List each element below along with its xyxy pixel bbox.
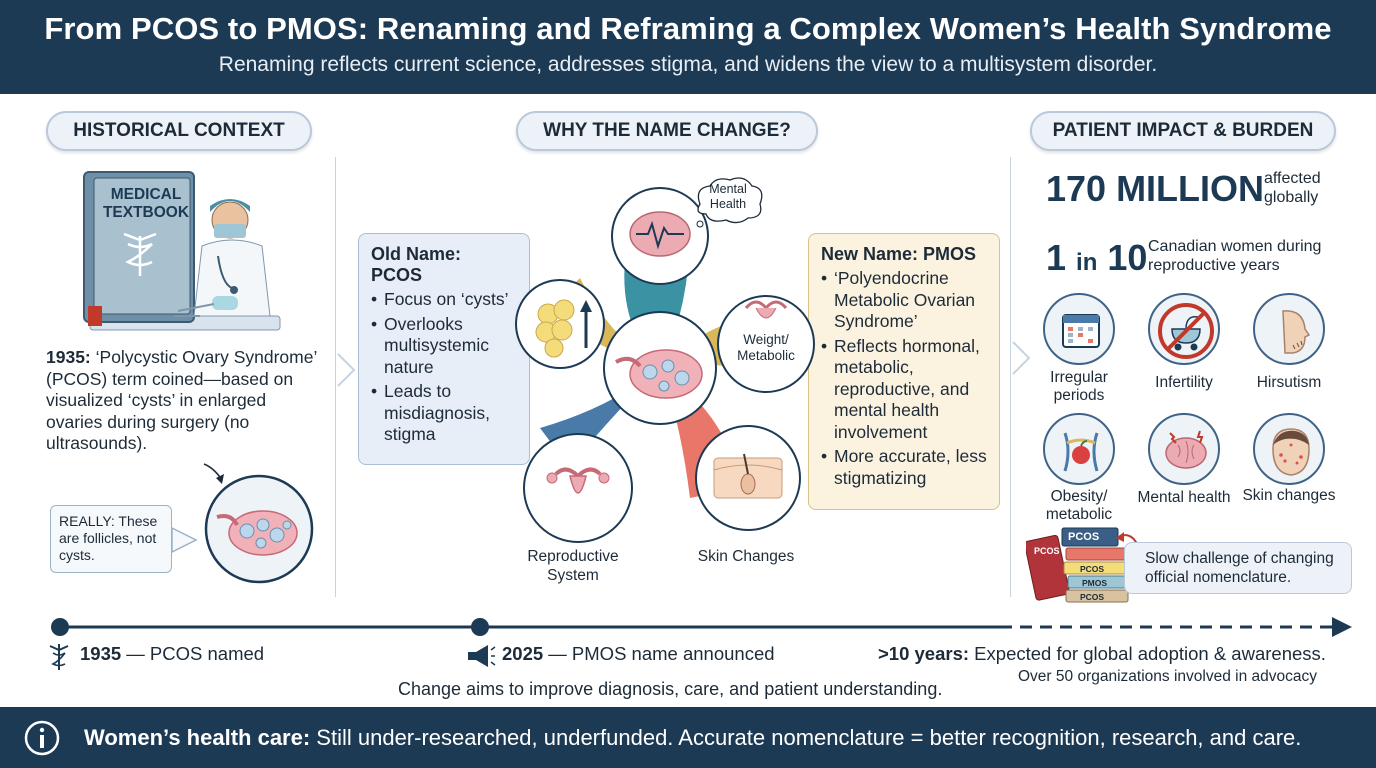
ovary-follicles-icon xyxy=(204,474,314,584)
stat-1-in-10-desc: Canadian women during reproductive years xyxy=(1148,238,1322,274)
old-name-title: Old Name: PCOS xyxy=(371,244,462,285)
section-why-name-change: WHY THE NAME CHANGE? xyxy=(516,111,818,151)
stat-170-desc: affected globally xyxy=(1264,170,1321,206)
label-reproductive-system: Reproductive System xyxy=(527,548,619,584)
page-subtitle: Renaming reflects current science, addre… xyxy=(218,53,1158,76)
chevron-right-icon xyxy=(1012,341,1031,375)
face-profile-icon xyxy=(1253,293,1325,365)
timeline-organizations: Over 50 organizations involved in advoca… xyxy=(1018,668,1317,685)
new-name-bullet: More accurate, less stigmatizing xyxy=(821,446,987,489)
slow-challenge-box: Slow challenge of changing official nome… xyxy=(1124,542,1352,594)
footer-banner: Women’s health care: Still under-researc… xyxy=(0,707,1376,768)
label-hirsutism: Hirsutism xyxy=(1256,374,1322,391)
timeline-2025-year: 2025 xyxy=(502,643,544,664)
book-label: PCOS xyxy=(1080,564,1105,574)
timeline-2025: 2025 — PMOS name announced xyxy=(502,643,775,665)
timeline-adoption: >10 years: Expected for global adoption … xyxy=(878,643,1326,665)
old-name-bullet: Focus on ‘cysts’ xyxy=(371,289,517,311)
stat-170-million: 170 MILLION xyxy=(1046,168,1265,209)
brain-icon xyxy=(1148,413,1220,485)
old-name-bullets: Focus on ‘cysts’ Overlooks multisystemic… xyxy=(371,289,517,446)
label-obesity-metabolic: Obesity/ metabolic xyxy=(1045,488,1113,523)
label-mental-health-impact: Mental health xyxy=(1137,489,1231,506)
chevron-right-icon xyxy=(337,353,356,387)
info-icon xyxy=(24,720,60,756)
section-patient-impact: PATIENT IMPACT & BURDEN xyxy=(1030,111,1336,151)
textbook-title-line2: TEXTBOOK xyxy=(102,204,190,221)
follicle-note: REALLY: These are follicles, not cysts. xyxy=(50,505,172,573)
book-label: PCOS xyxy=(1080,592,1105,602)
new-name-box: New Name: PMOS ‘Polyendocrine Metabolic … xyxy=(808,233,1000,510)
timeline-point-1935 xyxy=(51,618,69,636)
waist-apple-icon xyxy=(1043,413,1115,485)
column-divider-left xyxy=(335,157,336,597)
historical-description: 1935: ‘Polycystic Ovary Syndrome’ (PCOS)… xyxy=(46,347,318,455)
historical-text: ‘Polycystic Ovary Syndrome’ (PCOS) term … xyxy=(46,347,317,453)
label-infertility: Infertility xyxy=(1155,374,1213,391)
label-mental-health: Mental Health xyxy=(709,182,747,211)
section-historical-context: HISTORICAL CONTEXT xyxy=(46,111,312,151)
timeline-2025-text: — PMOS name announced xyxy=(543,643,775,664)
stat-in: in xyxy=(1076,249,1098,276)
caduceus-icon xyxy=(49,644,69,670)
thought-bubble-icon xyxy=(696,177,763,228)
label-skin-changes: Skin Changes xyxy=(697,548,795,565)
new-name-bullet: Reflects hormonal, metabolic, reproducti… xyxy=(821,336,987,444)
column-divider-right xyxy=(1010,157,1011,597)
timeline-1935-year: 1935 xyxy=(80,643,122,664)
textbook-title-line1: MEDICAL xyxy=(110,186,182,203)
timeline-point-2025 xyxy=(471,618,489,636)
book-label: PCOS xyxy=(1068,531,1100,543)
note-arrow-icon xyxy=(171,526,198,554)
old-name-bullet: Leads to misdiagnosis, stigma xyxy=(371,381,517,446)
face-acne-icon xyxy=(1253,413,1325,485)
old-name-box: Old Name: PCOS Focus on ‘cysts’ Overlook… xyxy=(358,233,530,465)
textbook-doctor-illustration xyxy=(83,171,281,331)
timeline-summary: Change aims to improve diagnosis, care, … xyxy=(398,679,943,699)
stat-one: 1 xyxy=(1046,237,1067,278)
footer-bold: Women’s health care: xyxy=(84,725,311,750)
label-weight-metabolic: Weight/ Metabolic xyxy=(737,332,795,363)
footer-message: Women’s health care: Still under-researc… xyxy=(84,725,1301,751)
stat-ten: 10 xyxy=(1107,237,1148,278)
historical-year: 1935: xyxy=(46,347,91,367)
label-irregular-periods: Irregular periods xyxy=(1050,369,1108,404)
timeline-adoption-text: Expected for global adoption & awareness… xyxy=(969,643,1326,664)
book-stack-icon xyxy=(1026,527,1129,603)
pmos-multisystem-diagram xyxy=(515,187,815,543)
book-label: PCOS xyxy=(1034,546,1060,556)
calendar-icon xyxy=(1043,293,1115,365)
footer-text: Still under-researched, underfunded. Acc… xyxy=(310,725,1302,750)
no-stroller-icon xyxy=(1148,293,1220,365)
page-title: From PCOS to PMOS: Renaming and Reframin… xyxy=(44,11,1332,46)
pointer-arrow-icon xyxy=(203,463,224,484)
timeline xyxy=(51,617,1352,637)
new-name-bullets: ‘Polyendocrine Metabolic Ovarian Syndrom… xyxy=(821,268,987,489)
timeline-1935: 1935 — PCOS named xyxy=(80,643,264,665)
timeline-adoption-duration: >10 years: xyxy=(878,643,970,664)
book-label: PMOS xyxy=(1082,578,1108,588)
timeline-1935-text: — PCOS named xyxy=(121,643,265,664)
stat-1-in-10: 1 in 10 xyxy=(1046,237,1147,279)
header-banner: From PCOS to PMOS: Renaming and Reframin… xyxy=(0,0,1376,94)
new-name-bullet: ‘Polyendocrine Metabolic Ovarian Syndrom… xyxy=(821,268,987,333)
old-name-bullet: Overlooks multisystemic nature xyxy=(371,314,517,379)
label-skin-changes-impact: Skin changes xyxy=(1242,487,1336,504)
new-name-title: New Name: PMOS xyxy=(821,244,977,264)
megaphone-icon xyxy=(468,645,496,667)
